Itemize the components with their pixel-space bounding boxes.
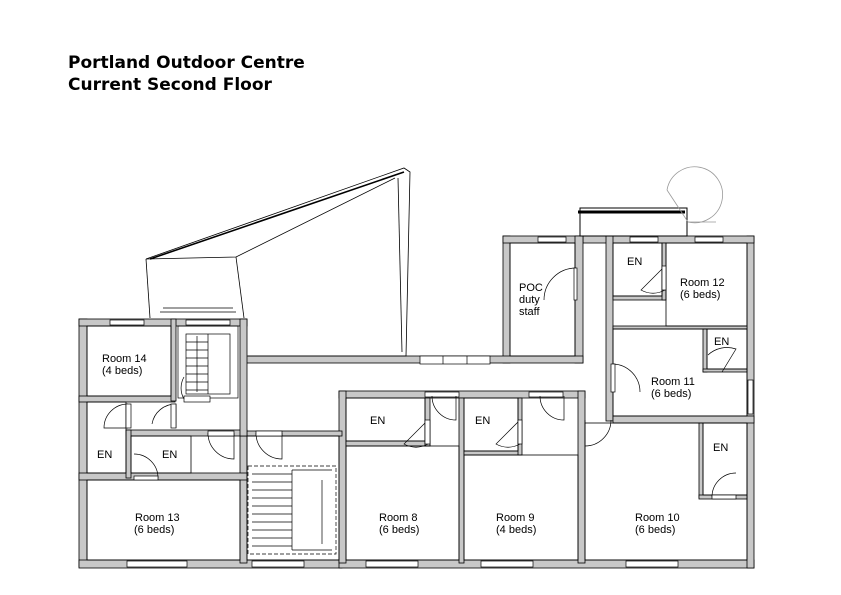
room12-en-label: EN: [627, 256, 642, 268]
room8-name: Room 8: [379, 512, 418, 524]
room14-en-label: EN: [97, 449, 112, 461]
stairs-left: [177, 325, 239, 403]
room11-name: Room 11: [651, 376, 695, 388]
poc-label-1: POC: [519, 282, 543, 294]
poc-label-3: staff: [519, 306, 541, 318]
room11-beds: (6 beds): [651, 388, 691, 400]
doors: [103, 235, 737, 500]
room10-beds: (6 beds): [635, 524, 675, 536]
room14-name: Room 14: [102, 353, 147, 365]
plan-title: Portland Outdoor Centre: [68, 53, 305, 73]
poc-label-2: duty: [519, 294, 540, 306]
room9-beds: (4 beds): [496, 524, 536, 536]
roof-projection: [145, 167, 411, 357]
plan-subtitle: Current Second Floor: [68, 75, 272, 95]
stairs-center: [247, 465, 337, 555]
windows: [109, 236, 754, 568]
room10-name: Room 10: [635, 512, 680, 524]
room12-beds: (6 beds): [680, 289, 720, 301]
room13-beds: (6 beds): [134, 524, 174, 536]
balcony: [578, 166, 723, 237]
room13-name: Room 13: [135, 512, 180, 524]
room9-en-label: EN: [475, 415, 490, 427]
room14-beds: (4 beds): [102, 365, 142, 377]
room8-en-label: EN: [370, 415, 385, 427]
room11-en-label: EN: [714, 336, 729, 348]
room9-name: Room 9: [496, 512, 535, 524]
title-block: Portland Outdoor Centre Current Second F…: [68, 52, 305, 96]
room12-name: Room 12: [680, 277, 725, 289]
room8-beds: (6 beds): [379, 524, 419, 536]
room13-en-label: EN: [162, 449, 177, 461]
room-labels: POC duty staff EN Room 12 (6 beds) EN Ro…: [97, 256, 729, 536]
room10-en-label: EN: [713, 442, 728, 454]
